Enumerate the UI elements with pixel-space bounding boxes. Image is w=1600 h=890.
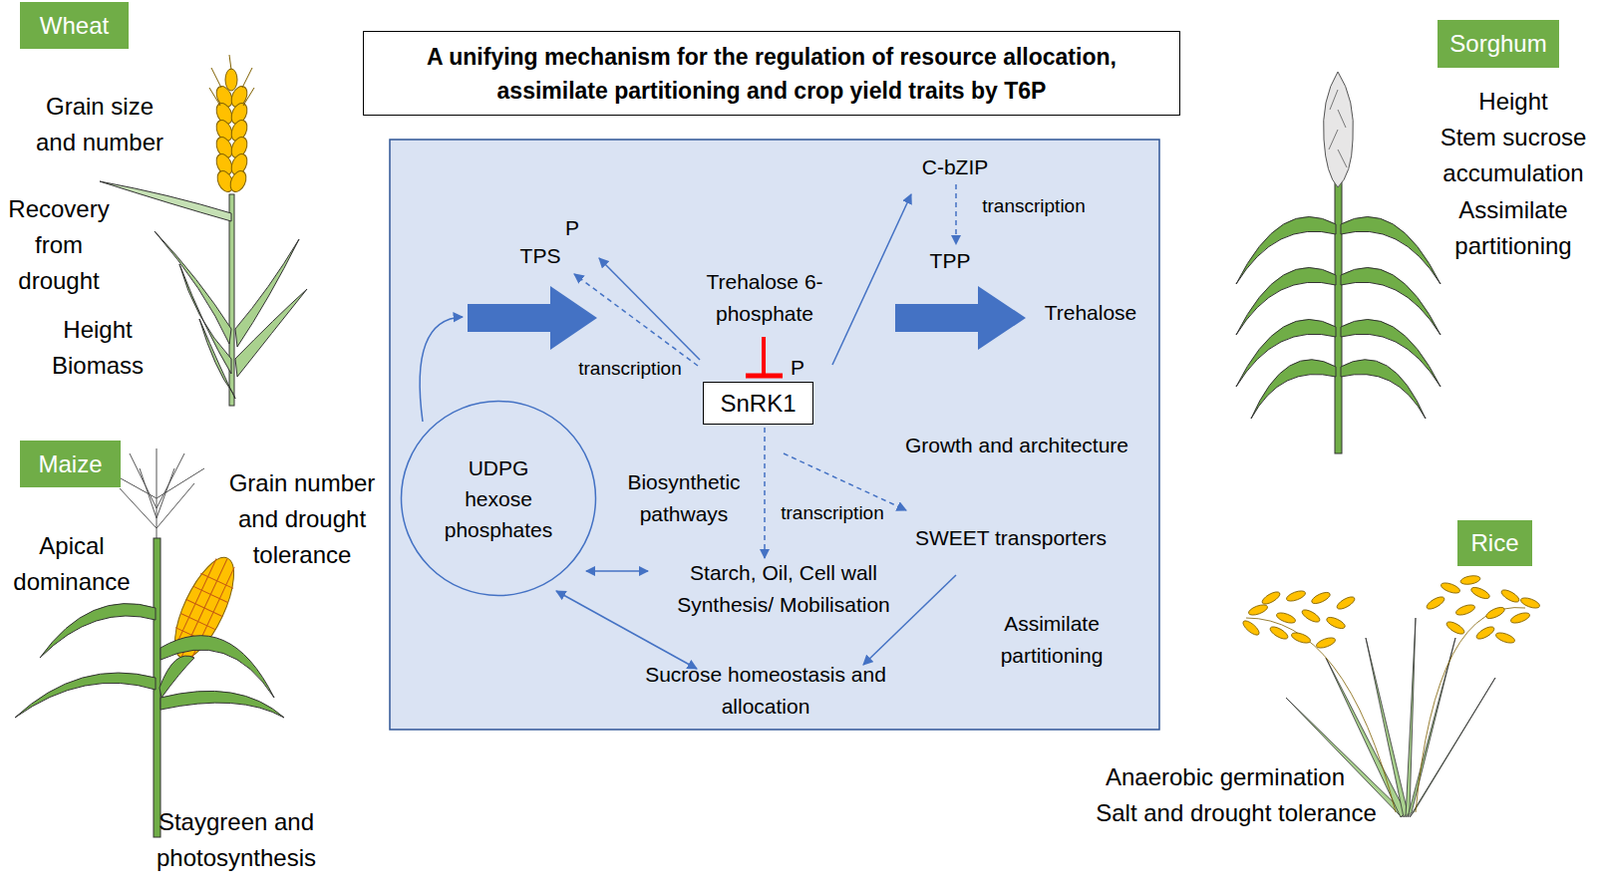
- enzyme-label: TPS: [500, 243, 581, 270]
- sorghum-plant: [1236, 71, 1441, 454]
- crop-tag: Wheat: [19, 1, 129, 49]
- trait-label: Assimilate partitioning: [1428, 192, 1599, 265]
- mechanism-panel: [389, 139, 1160, 730]
- trait-label: Staygreen and photosynthesis: [121, 804, 351, 877]
- process-label: Growth and architecture: [877, 432, 1157, 459]
- kinase-box: SnRK1: [702, 381, 814, 425]
- process-label: Sucrose homeostasis and allocation: [616, 658, 916, 723]
- trait-label: Anaerobic germination: [1075, 759, 1375, 796]
- trait-label: Stem sucrose accumulation: [1428, 119, 1599, 192]
- block-arrow: [895, 286, 1026, 350]
- crop-tag: Rice: [1457, 520, 1533, 567]
- dashed-arrow: [574, 274, 698, 366]
- double-arrow: [586, 570, 648, 573]
- arrow-label: transcription: [767, 501, 898, 526]
- process-label: Starch, Oil, Cell wall Synthesis/ Mobili…: [648, 557, 919, 622]
- trait-label: Recovery from drought: [0, 191, 118, 300]
- node-text: UDPG hexose phosphates: [438, 452, 559, 546]
- process-label: Assimilate partitioning: [981, 608, 1122, 672]
- node-text: Maize: [37, 450, 102, 479]
- title-box: A unifying mechanism for the regulation …: [362, 30, 1181, 116]
- trait-label: Height: [1428, 83, 1599, 120]
- phospho-mark: P: [787, 354, 808, 381]
- phospho-mark: P: [562, 215, 583, 242]
- node-text: Sorghum: [1449, 29, 1547, 58]
- curved-arrow: [419, 317, 463, 422]
- trait-label: Salt and drought tolerance: [1076, 795, 1396, 832]
- inhibition-bar: [745, 336, 783, 376]
- node-text: Rice: [1470, 529, 1519, 558]
- process-label: SWEET transporters: [881, 525, 1141, 552]
- trait-label: Grain number and drought tolerance: [217, 465, 387, 574]
- crop-tag: Sorghum: [1437, 19, 1560, 68]
- metabolite-circle: UDPG hexose phosphates: [399, 399, 598, 598]
- arrow-line: [599, 258, 700, 360]
- trait-label: Grain size and number: [29, 88, 170, 161]
- trait-label: Biomass: [37, 347, 158, 384]
- factor-label: C-bZIP: [905, 154, 1005, 181]
- arrow-line: [863, 575, 957, 665]
- double-arrow: [556, 591, 697, 669]
- block-arrow: [467, 286, 598, 350]
- enzyme-label: TPP: [910, 248, 990, 275]
- arrow-label: transcription: [565, 356, 695, 381]
- arrow-line: [832, 194, 912, 365]
- process-label: Biosynthetic pathways: [614, 466, 754, 531]
- arrow-label: transcription: [968, 194, 1099, 219]
- dashed-arrow: [955, 184, 958, 245]
- dashed-arrow: [783, 453, 907, 511]
- title-text: A unifying mechanism for the regulation …: [369, 39, 1174, 108]
- metabolite-label: Trehalose: [1030, 300, 1151, 326]
- crop-tag: Maize: [19, 440, 121, 488]
- trait-label: Height: [37, 312, 158, 348]
- trait-label: Apical dominance: [6, 528, 137, 601]
- dashed-arrow: [763, 427, 766, 559]
- metabolite-label: Trehalose 6- phosphate: [689, 266, 840, 330]
- node-text: Wheat: [39, 11, 109, 40]
- node-text: SnRK1: [719, 389, 796, 418]
